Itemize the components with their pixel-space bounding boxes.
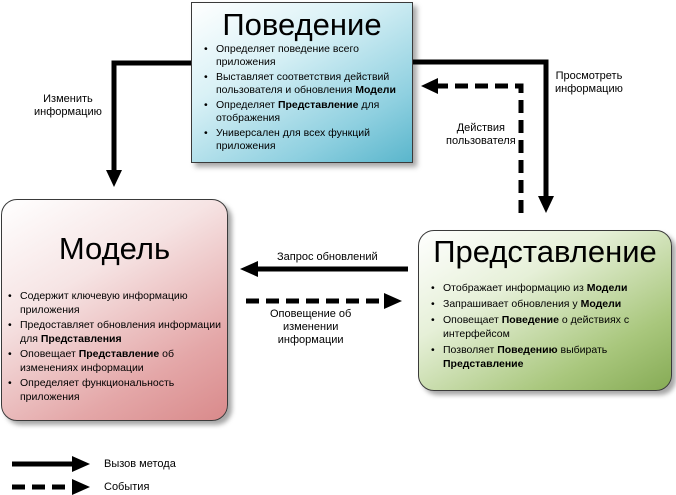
model-box: Модель Содержит ключевую информацию прил… (1, 199, 228, 421)
legend-method-call: Вызов метода (104, 458, 176, 470)
list-item: Оповещает Поведение о действиях с интерф… (429, 313, 669, 341)
view-title: Представление (433, 234, 657, 269)
model-list: Содержит ключевую информацию приложения … (6, 290, 222, 406)
behavior-title: Поведение (222, 7, 382, 42)
list-item: Универсален для всех функций приложения (202, 127, 402, 153)
view-box: Представление Отображает информацию из М… (418, 230, 672, 391)
behavior-list: Определяет поведение всего приложения Вы… (202, 43, 402, 155)
list-item: Выставляет соответствия действий пользов… (202, 71, 402, 97)
list-item: Определяет функциональность приложения (6, 377, 222, 404)
list-item: Определяет Представление для отображения (202, 99, 402, 125)
behavior-box: Поведение Определяет поведение всего при… (191, 2, 413, 163)
arrow-view-to-model (240, 261, 408, 277)
view-list: Отображает информацию из Модели Запрашив… (429, 281, 669, 373)
arrow-behavior-to-view (413, 59, 554, 213)
list-item: Позволяет Поведению выбирать Представлен… (429, 343, 669, 371)
model-title: Модель (58, 231, 171, 266)
list-item: Предоставляет обновления информации для … (6, 319, 222, 346)
list-item: Оповещает Представление об изменениях ин… (6, 348, 222, 375)
legend-dashed-arrow (12, 479, 90, 495)
list-item: Определяет поведение всего приложения (202, 43, 402, 69)
legend-solid-arrow (12, 456, 90, 472)
label-update-request: Запрос обновлений (277, 251, 378, 263)
arrow-view-to-behavior-events (421, 78, 524, 213)
list-item: Содержит ключевую информацию приложения (6, 290, 222, 317)
legend-events: События (104, 481, 150, 493)
arrow-behavior-to-model (106, 60, 191, 187)
list-item: Отображает информацию из Модели (429, 281, 669, 295)
list-item: Запрашивает обновления у Модели (429, 297, 669, 311)
arrow-model-to-view-events (246, 293, 402, 309)
